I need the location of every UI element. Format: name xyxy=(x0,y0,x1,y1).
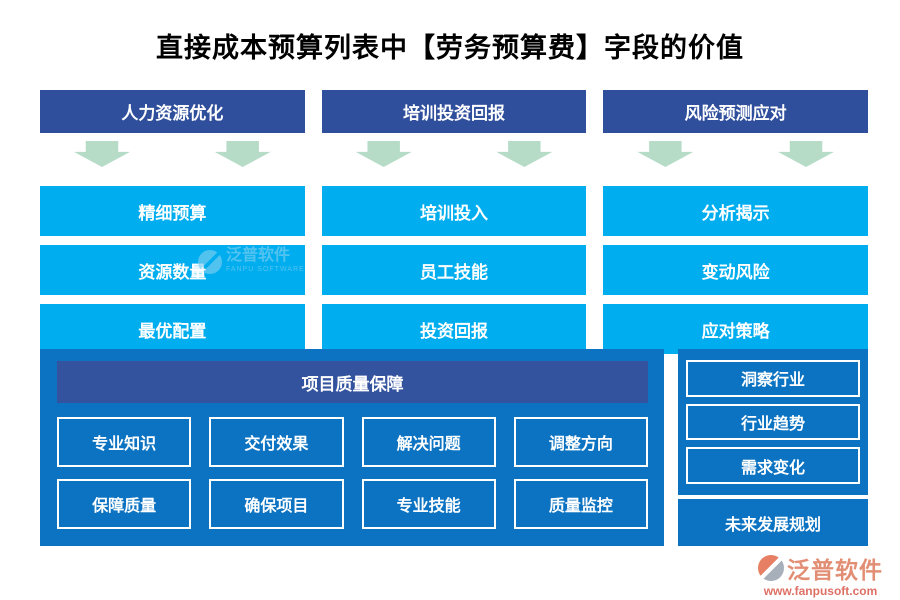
column-item: 资源数量 xyxy=(40,245,305,295)
industry-box: 洞察行业 xyxy=(686,360,860,397)
down-arrow-icon xyxy=(74,141,130,167)
quality-grid: 专业知识 交付效果 解决问题 调整方向 保障质量 确保项目 专业技能 质量监控 xyxy=(40,417,664,529)
quality-assurance-panel: 项目质量保障 专业知识 交付效果 解决问题 调整方向 保障质量 确保项目 专业技… xyxy=(40,349,664,546)
industry-insight-panel: 洞察行业 行业趋势 需求变化 xyxy=(678,349,868,495)
fanpu-logo-icon xyxy=(758,555,784,581)
column-item: 变动风险 xyxy=(603,245,869,295)
logo-url-text: www.fanpusoft.com xyxy=(763,584,878,598)
column-header: 风险预测应对 xyxy=(603,90,869,133)
down-arrow-icon xyxy=(355,141,412,167)
watermark-corner: 泛普软件 www.fanpusoft.com xyxy=(758,551,883,598)
column-item: 投资回报 xyxy=(321,304,587,354)
arrow-row xyxy=(40,141,305,177)
logo-brand-text: 泛普软件 xyxy=(787,557,883,583)
down-arrow-icon xyxy=(778,141,835,167)
column-item: 精细预算 xyxy=(40,186,305,236)
arrow-row xyxy=(603,141,868,177)
page-title: 直接成本预算列表中【劳务预算费】字段的价值 xyxy=(156,33,744,63)
column-risk-response: 风险预测应对 分析揭示 变动风险 应对策略 xyxy=(603,90,869,354)
industry-box: 需求变化 xyxy=(686,447,860,485)
quality-box: 质量监控 xyxy=(513,479,648,529)
column-item: 应对策略 xyxy=(603,304,869,354)
quality-box: 专业技能 xyxy=(361,479,496,529)
quality-box: 确保项目 xyxy=(209,479,344,529)
column-hr-optimization: 人力资源优化 精细预算 资源数量 最优配置 xyxy=(40,90,305,354)
column-item: 培训投入 xyxy=(321,186,587,236)
down-arrow-icon xyxy=(214,141,271,167)
arrow-row xyxy=(322,141,587,177)
column-item: 最优配置 xyxy=(40,304,305,354)
quality-box: 交付效果 xyxy=(209,417,344,467)
future-plan-box: 未来发展规划 xyxy=(678,499,868,546)
quality-box: 保障质量 xyxy=(57,479,192,529)
column-item: 分析揭示 xyxy=(603,186,869,236)
down-arrow-icon xyxy=(637,141,694,167)
industry-box: 行业趋势 xyxy=(686,403,860,441)
down-arrow-icon xyxy=(496,141,553,167)
quality-box: 专业知识 xyxy=(57,417,192,467)
quality-panel-header: 项目质量保障 xyxy=(57,361,648,403)
column-header: 人力资源优化 xyxy=(40,90,305,133)
quality-box: 调整方向 xyxy=(513,417,648,467)
column-item: 员工技能 xyxy=(321,245,587,295)
quality-box: 解决问题 xyxy=(361,417,496,467)
column-header: 培训投资回报 xyxy=(321,90,587,133)
column-training-roi: 培训投资回报 培训投入 员工技能 投资回报 xyxy=(321,90,587,354)
value-columns: 人力资源优化 精细预算 资源数量 最优配置 培训投资回报 培训投入 员工技能 投… xyxy=(40,90,869,354)
